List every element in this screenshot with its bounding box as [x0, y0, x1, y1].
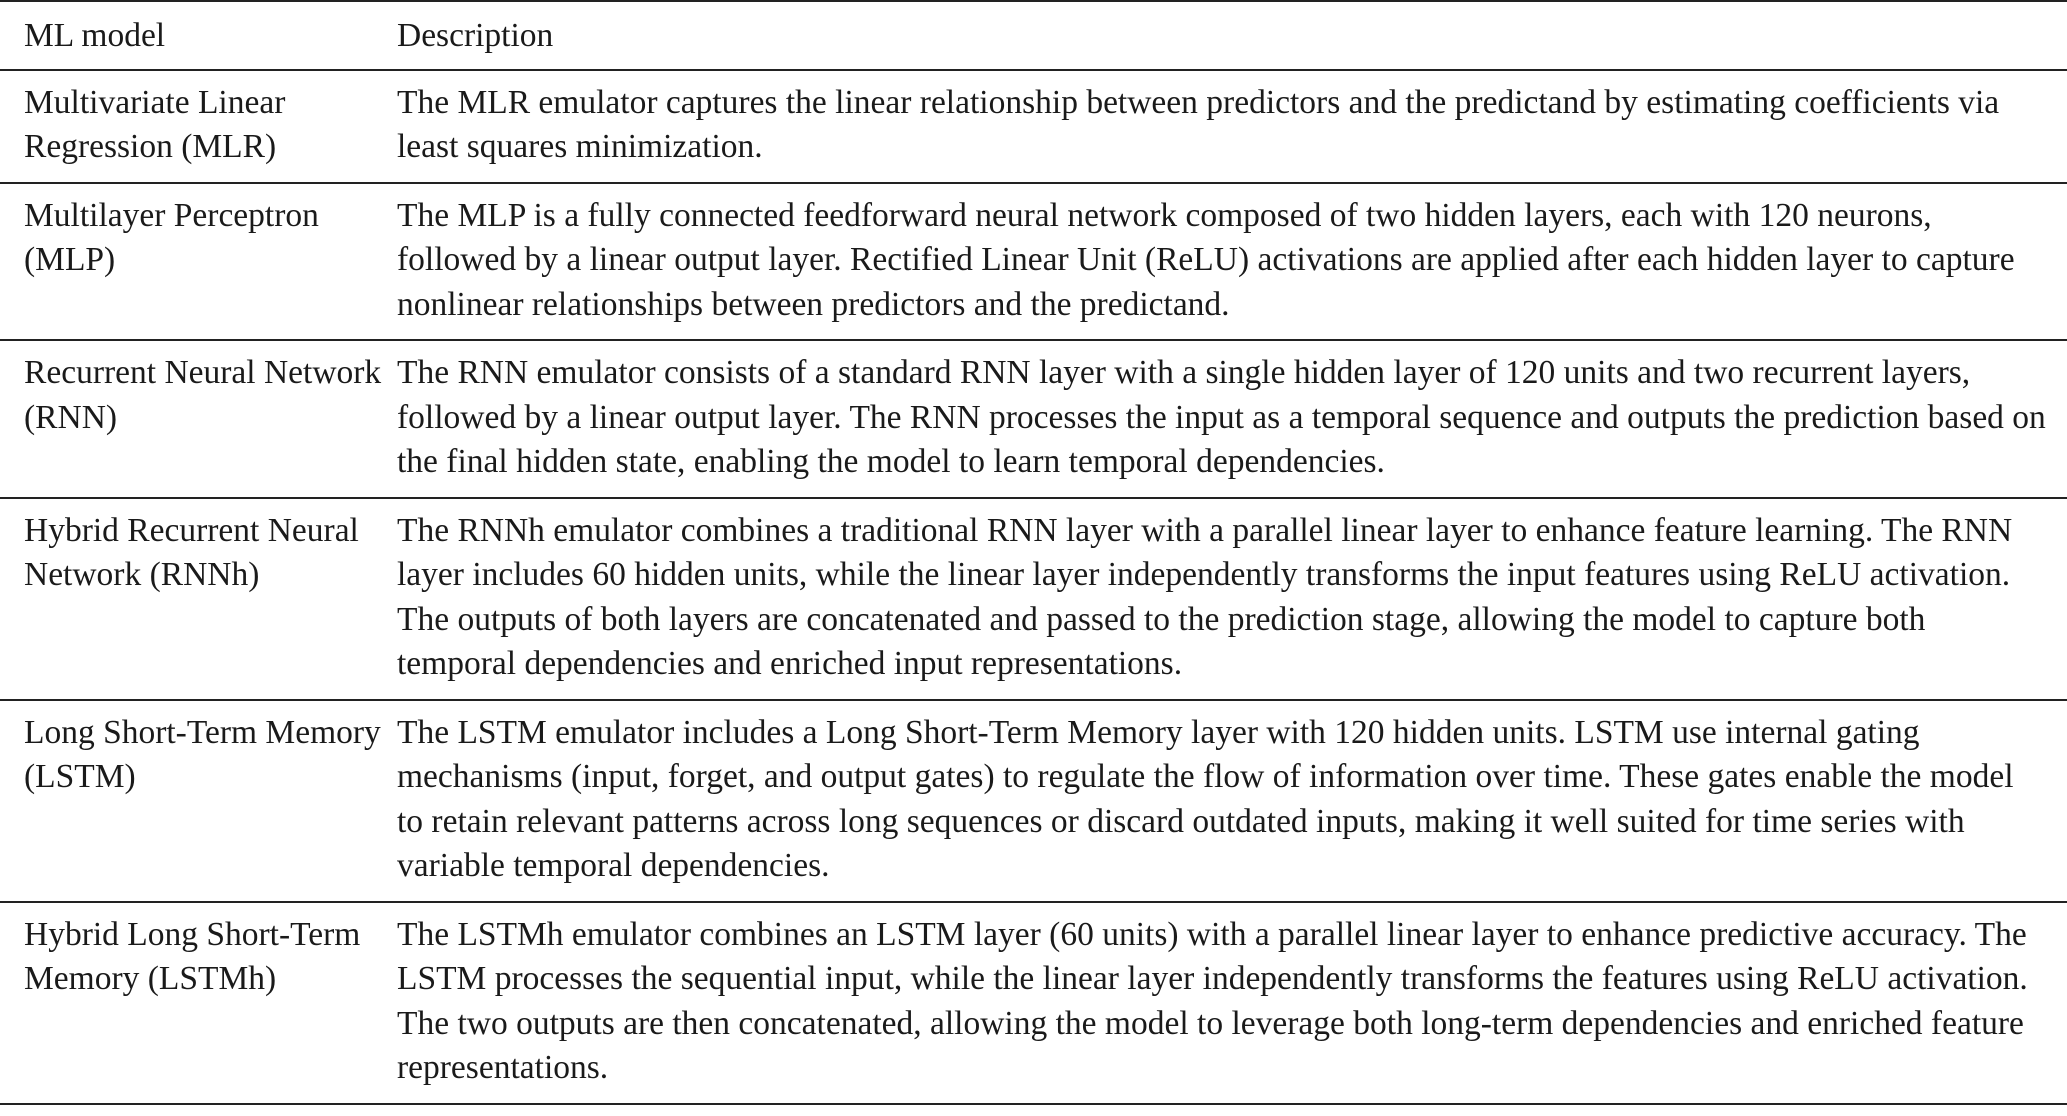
table-row: Hybrid Recurrent Neural Network (RNNh) T…: [0, 498, 2067, 700]
table-row: Multivariate Linear Regression (MLR) The…: [0, 70, 2067, 183]
model-description-cell: The LSTMh emulator combines an LSTM laye…: [397, 915, 2028, 1087]
model-name-cell: Multivariate Linear Regression (MLR): [24, 83, 286, 166]
table-body: Multivariate Linear Regression (MLR) The…: [0, 70, 2067, 1104]
model-description-cell: The RNNh emulator combines a traditional…: [397, 511, 2013, 683]
model-description-cell: The LSTM emulator includes a Long Short-…: [397, 713, 2014, 885]
table-row: Multilayer Perceptron (MLP) The MLP is a…: [0, 183, 2067, 340]
header-ml-model: ML model: [24, 17, 166, 54]
model-name-cell: Hybrid Recurrent Neural Network (RNNh): [24, 511, 359, 594]
model-name-cell: Hybrid Long Short-Term Memory (LSTMh): [24, 915, 361, 998]
table-row: Long Short-Term Memory (LSTM) The LSTM e…: [0, 700, 2067, 902]
model-description-cell: The MLP is a fully connected feedforward…: [397, 196, 2015, 323]
table-header: ML model Description: [0, 1, 2067, 70]
model-name-cell: Long Short-Term Memory (LSTM): [24, 713, 381, 796]
header-description: Description: [397, 17, 554, 54]
model-name-cell: Recurrent Neural Network (RNN): [24, 354, 382, 436]
table-row: Hybrid Long Short-Term Memory (LSTMh) Th…: [0, 902, 2067, 1104]
header-row: ML model Description: [0, 1, 2067, 70]
model-name-cell: Multilayer Perceptron (MLP): [24, 196, 319, 279]
model-description-cell: The RNN emulator consists of a standard …: [397, 354, 2046, 480]
table-row: Recurrent Neural Network (RNN) The RNN e…: [0, 340, 2067, 498]
model-description-cell: The MLR emulator captures the linear rel…: [397, 83, 2000, 166]
